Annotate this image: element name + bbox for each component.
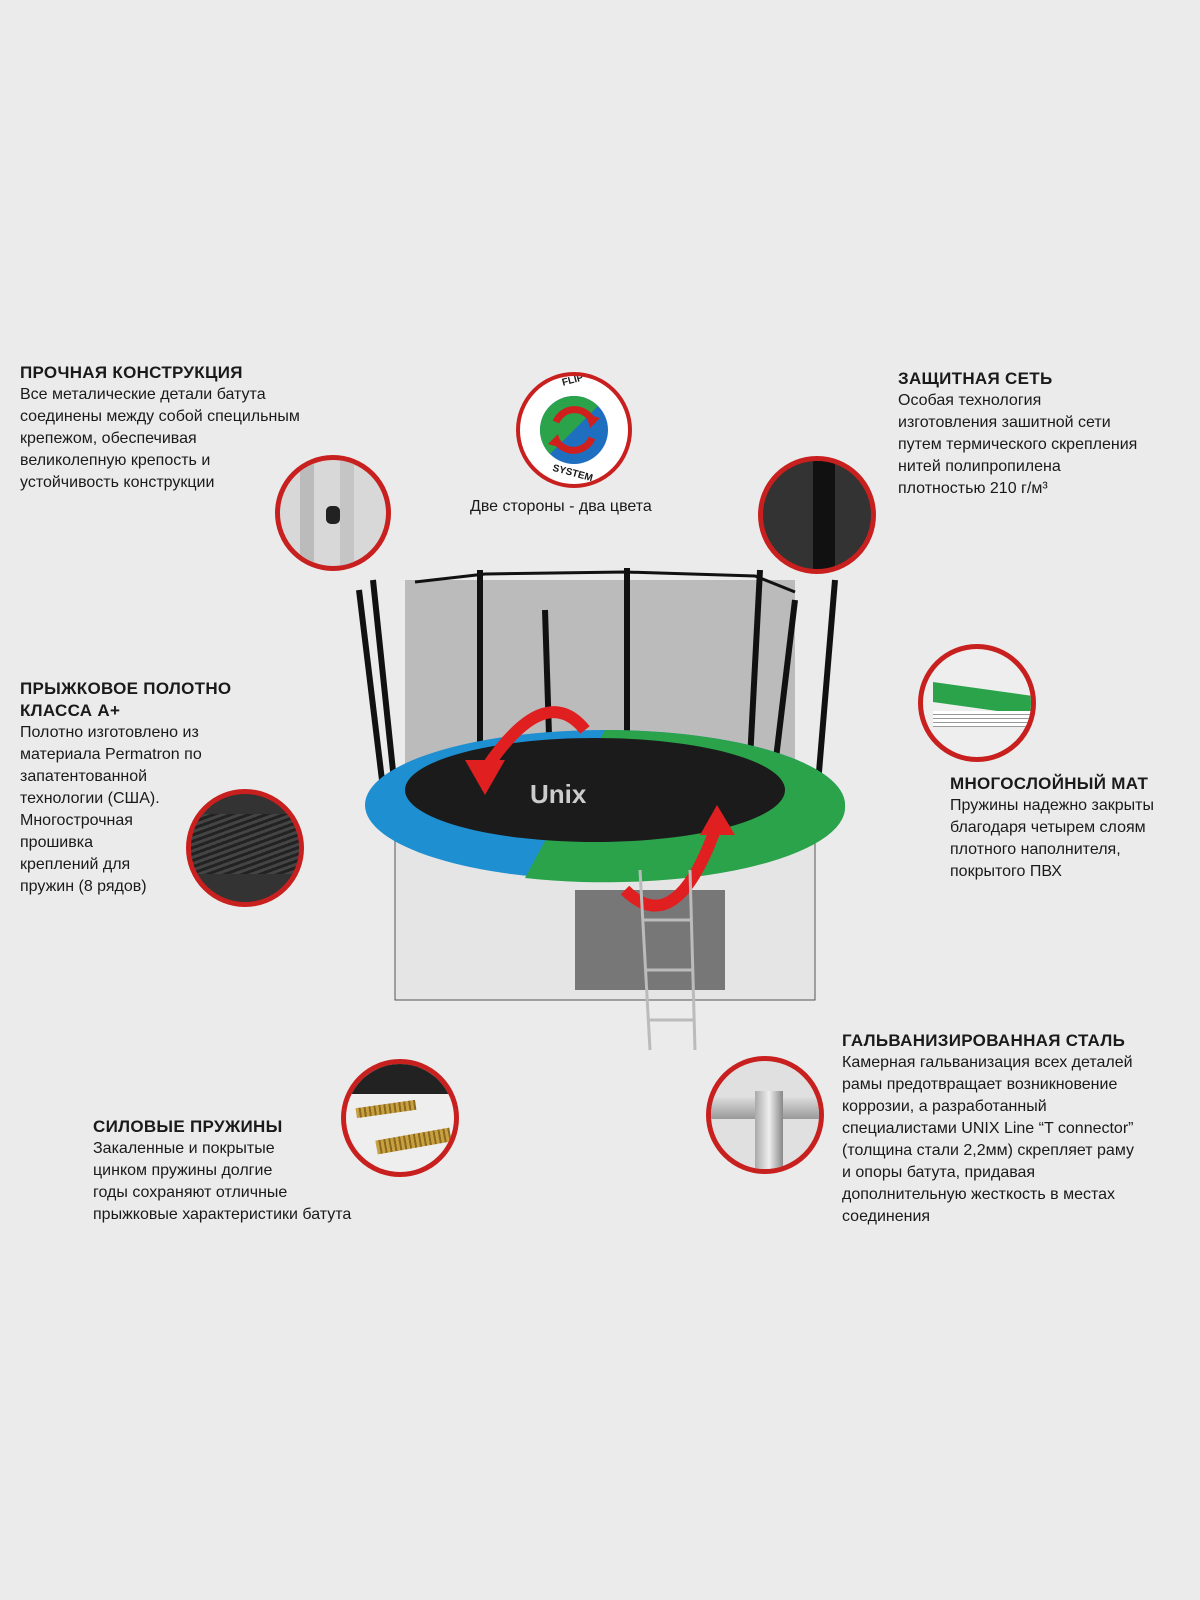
feature-line: путем термического скрепления <box>898 436 1138 453</box>
feature-line: годы сохраняют отличные <box>93 1184 288 1201</box>
mat-detail-image <box>186 789 304 907</box>
flip-caption: Две стороны - два цвета <box>470 498 652 515</box>
feature-line: Многострочная <box>20 812 133 829</box>
feature-line: великолепную крепость и <box>20 452 211 469</box>
unix-logo: Unix <box>530 779 587 809</box>
feature-line: нитей полипропилена <box>898 458 1061 475</box>
feature-line: материала Permatron по <box>20 746 202 763</box>
feature-springs: СИЛОВЫЕ ПРУЖИНЫ Закаленные и покрытые ци… <box>93 1116 351 1226</box>
feature-line: соединения <box>842 1208 931 1225</box>
feature-line: изготовления зашитной сети <box>898 414 1111 431</box>
feature-line: прошивка <box>20 834 93 851</box>
feature-title: ЗАЩИТНАЯ СЕТЬ <box>898 369 1053 388</box>
net-detail-image <box>758 456 876 574</box>
feature-title: СИЛОВЫЕ ПРУЖИНЫ <box>93 1117 283 1136</box>
feature-line: специалистами UNIX Line “T connector” <box>842 1120 1134 1137</box>
feature-title: ПРОЧНАЯ КОНСТРУКЦИЯ <box>20 363 243 382</box>
feature-line: дополнительную жесткость в местах <box>842 1186 1116 1203</box>
feature-multilayer-pad: МНОГОСЛОЙНЫЙ МАТ Пружины надежно закрыты… <box>950 773 1154 883</box>
flip-system-badge: FLIP SYSTEM <box>516 372 632 488</box>
feature-line: Закаленные и покрытые <box>93 1140 275 1157</box>
feature-line: благодаря четырем слоям <box>950 819 1146 836</box>
feature-title: ПРЫЖКОВОЕ ПОЛОТНО <box>20 679 232 698</box>
t-connector-detail-image <box>706 1056 824 1174</box>
feature-line: пружин (8 рядов) <box>20 878 147 895</box>
trampoline-illustration: Unix <box>356 568 846 1051</box>
feature-line: прыжковые характеристики батута <box>93 1206 352 1223</box>
flip-arrows-icon <box>540 396 608 464</box>
feature-line: коррозии, а разработанный <box>842 1098 1047 1115</box>
feature-line: Особая технология <box>898 392 1042 409</box>
feature-line: крепежом, обеспечивая <box>20 430 197 447</box>
feature-line: (толщина стали 2,2мм) скрепляет раму <box>842 1142 1134 1159</box>
feature-line: и опоры батута, придавая <box>842 1164 1036 1181</box>
feature-safety-net: ЗАЩИТНАЯ СЕТЬ Особая технология изготовл… <box>898 368 1137 500</box>
feature-line: соединены между собой специльным <box>20 408 300 425</box>
feature-line: креплений для <box>20 856 131 873</box>
feature-galvanized-steel: ГАЛЬВАНИЗИРОВАННАЯ СТАЛЬ Камерная гальва… <box>842 1030 1134 1228</box>
frame-detail-image <box>275 455 391 571</box>
pad-detail-image <box>918 644 1036 762</box>
feature-line: плотного наполнителя, <box>950 841 1121 858</box>
feature-line: покрытого ПВХ <box>950 863 1062 880</box>
feature-line: Полотно изготовлено из <box>20 724 199 741</box>
feature-title: ГАЛЬВАНИЗИРОВАННАЯ СТАЛЬ <box>842 1031 1126 1050</box>
feature-line: цинком пружины долгие <box>93 1162 273 1179</box>
springs-detail-image <box>341 1059 459 1177</box>
feature-line: рамы предотвращает возникновение <box>842 1076 1118 1093</box>
feature-line: технологии (США). <box>20 790 160 807</box>
feature-title: КЛАССА А+ <box>20 701 121 720</box>
feature-line: плотностью 210 г/м³ <box>898 480 1048 497</box>
feature-strong-construction: ПРОЧНАЯ КОНСТРУКЦИЯ Все металические дет… <box>20 362 300 494</box>
feature-jumping-mat: ПРЫЖКОВОЕ ПОЛОТНО КЛАССА А+ Полотно изго… <box>20 678 231 898</box>
feature-line: Камерная гальванизация всех деталей <box>842 1054 1133 1071</box>
feature-line: Все металические детали батута <box>20 386 266 403</box>
feature-line: устойчивость конструкции <box>20 474 215 491</box>
feature-line: Пружины надежно закрыты <box>950 797 1154 814</box>
feature-line: запатентованной <box>20 768 148 785</box>
feature-title: МНОГОСЛОЙНЫЙ МАТ <box>950 774 1149 793</box>
